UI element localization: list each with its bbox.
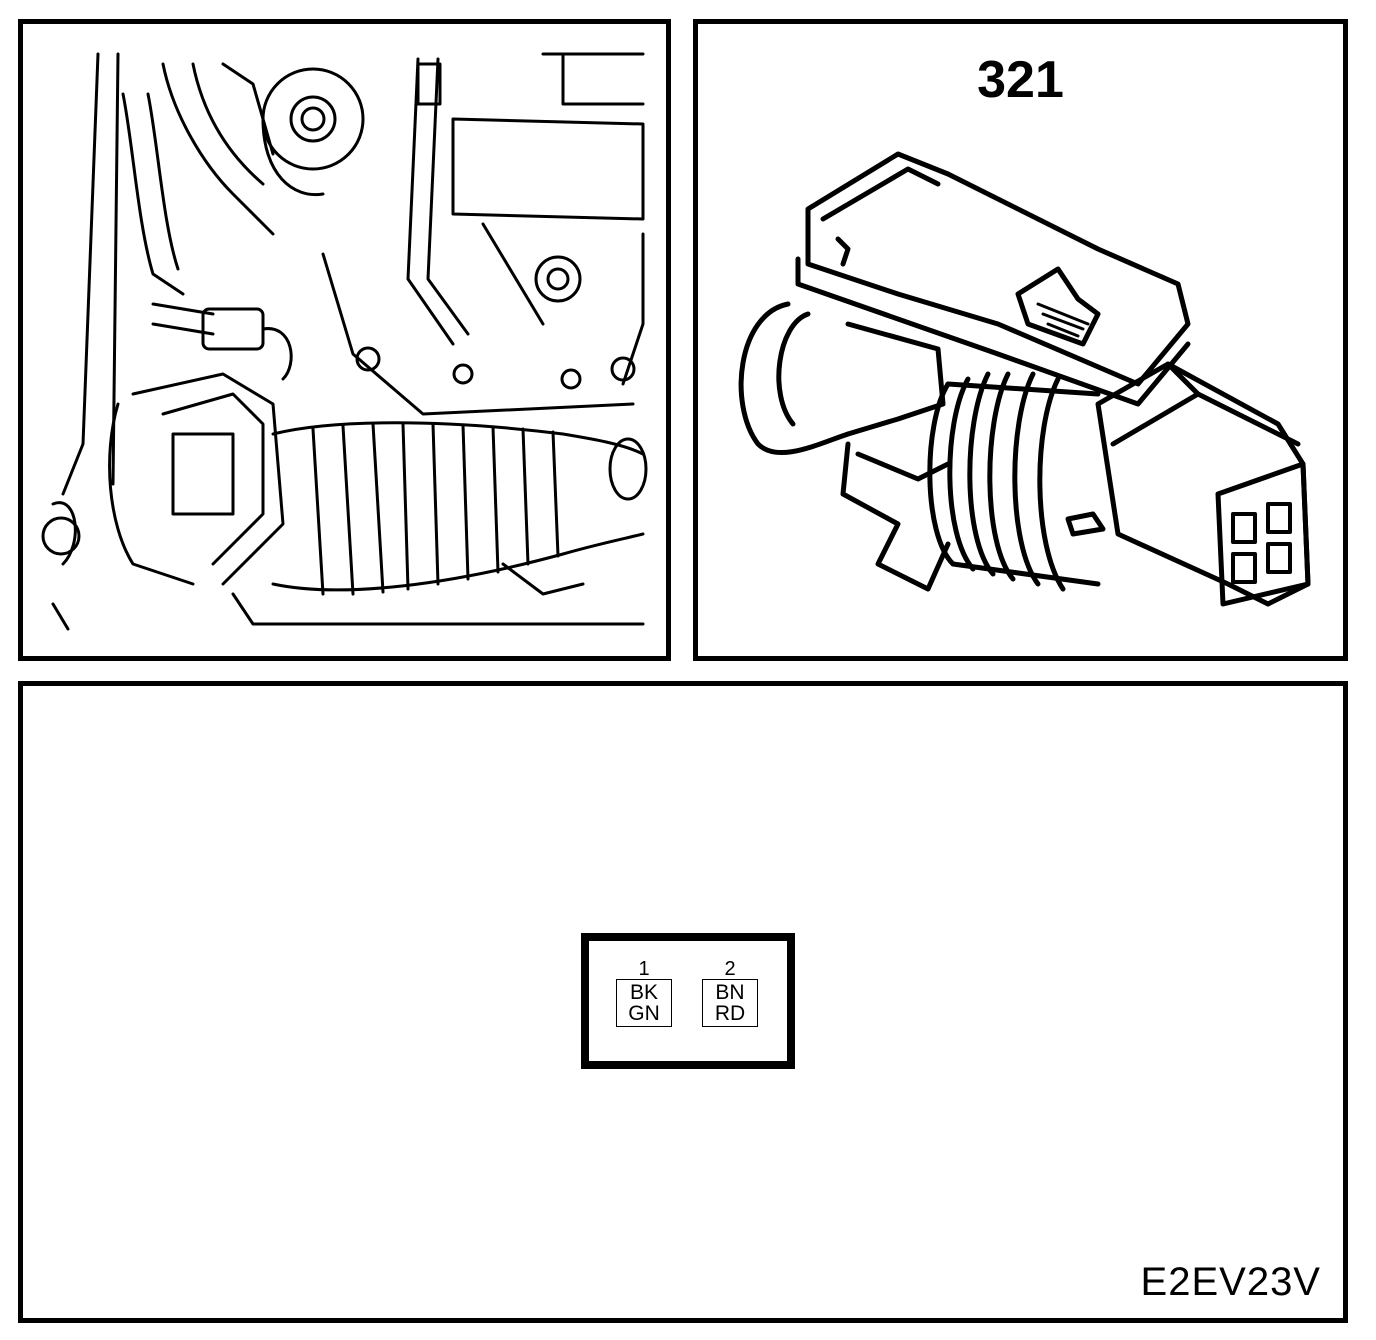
pin-2: 2 BN RD bbox=[702, 959, 758, 1027]
pin-1-color-top: BK bbox=[629, 981, 658, 1004]
figure-code: E2EV23V bbox=[1140, 1260, 1321, 1304]
connector-number: 321 bbox=[977, 51, 1064, 109]
connector-panel: 321 bbox=[693, 19, 1348, 661]
connector-face-inner: 1 BK GN 2 BN RD bbox=[589, 941, 787, 1061]
pin-1-color-bottom: GN bbox=[628, 1002, 660, 1025]
pin-1-wire-color: BK GN bbox=[616, 979, 672, 1027]
connector-illustration-icon bbox=[738, 151, 1311, 607]
pin-1: 1 BK GN bbox=[616, 959, 672, 1027]
pin-2-wire-color: BN RD bbox=[702, 979, 758, 1027]
engine-bay-illustration-icon bbox=[41, 52, 648, 631]
pin-1-number: 1 bbox=[638, 958, 650, 980]
engine-bay-panel bbox=[18, 19, 671, 661]
pin-2-number: 2 bbox=[724, 958, 736, 980]
pin-2-color-top: BN bbox=[715, 981, 745, 1004]
connector-face: 1 BK GN 2 BN RD bbox=[581, 933, 795, 1069]
pin-2-color-bottom: RD bbox=[714, 1002, 746, 1025]
pinout-panel: 1 BK GN 2 BN RD E2EV23V bbox=[18, 681, 1348, 1323]
